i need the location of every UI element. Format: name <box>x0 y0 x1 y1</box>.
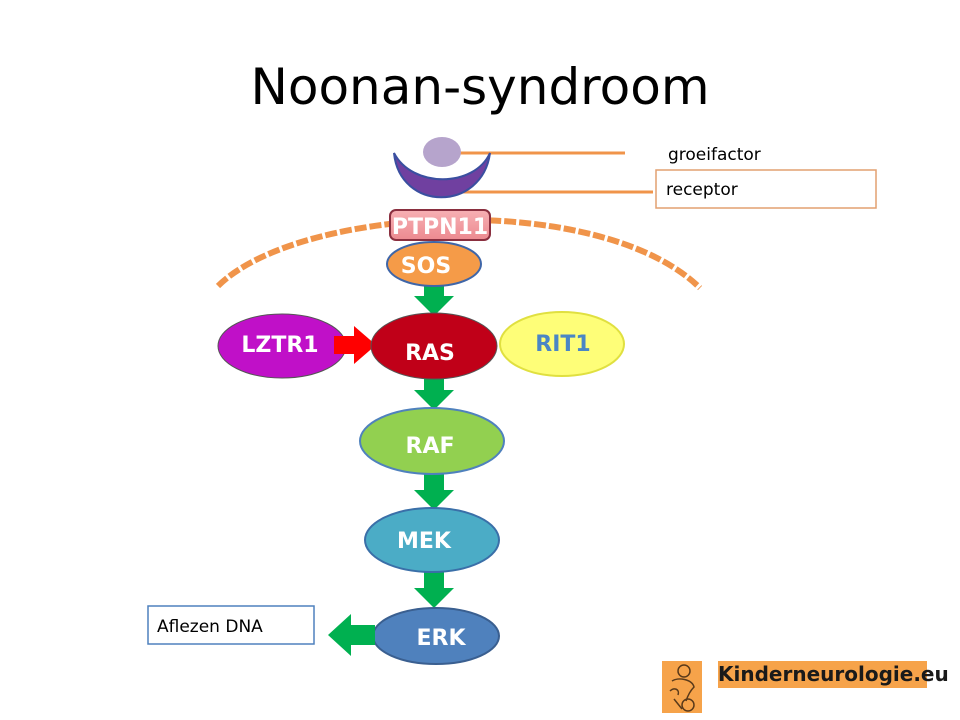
groeifactor-ligand <box>423 137 461 167</box>
logo-text: Kinderneurologie.eu <box>718 661 949 688</box>
raf-label: RAF <box>406 434 455 459</box>
arrow-raf-mek <box>414 472 454 510</box>
lztr1-label: LZTR1 <box>241 333 318 358</box>
logo-figure-icon <box>662 661 702 713</box>
mek-node <box>364 507 500 573</box>
receptor-shape <box>393 152 491 199</box>
ras-node <box>370 312 498 380</box>
erk-label: ERK <box>416 626 466 651</box>
arrow-mek-erk <box>414 568 454 608</box>
aflezen-dna-box <box>147 605 315 645</box>
rit1-label: RIT1 <box>535 332 590 357</box>
ptpn11-box <box>389 209 491 241</box>
diagram-title: Noonan-syndroom <box>250 58 710 116</box>
ras-label: RAS <box>405 341 455 366</box>
arrow-lztr1-ras <box>334 326 376 364</box>
mek-label: MEK <box>397 529 452 554</box>
groeifactor-label: groeifactor <box>668 145 761 165</box>
arrow-erk-dna <box>328 614 375 656</box>
aflezen-dna-label: Aflezen DNA <box>157 617 263 637</box>
ptpn11-label: PTPN11 <box>392 215 488 240</box>
raf-node <box>359 407 505 475</box>
receptor-label: receptor <box>666 180 738 200</box>
rit1-node <box>499 311 625 377</box>
sos-label: SOS <box>401 254 451 279</box>
sos-node <box>386 241 482 287</box>
receptor-label-box <box>655 169 877 209</box>
